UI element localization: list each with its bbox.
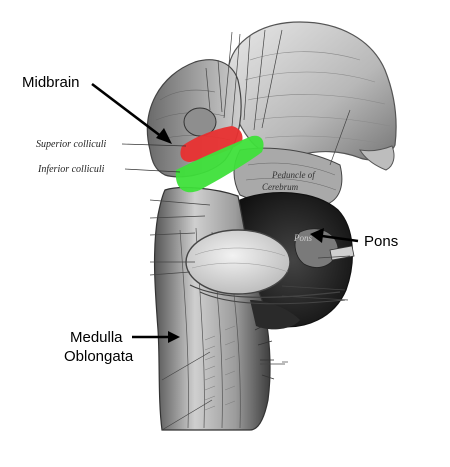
medulla-label: Medulla [70,329,123,346]
oblongata-label: Oblongata [64,348,134,365]
inferior-colliculi-label: Inferior colliculi [37,164,105,175]
superior-colliculi-label: Superior colliculi [36,139,106,150]
pons-engraved-label: Pons [293,233,312,243]
medulla-arrowhead [168,331,180,343]
pons-arrowhead [310,228,324,243]
pons-label: Pons [364,233,398,250]
superior-colliculi-highlight [180,126,243,162]
midbrain-arrowhead [156,128,172,144]
inferior-colliculi-highlight [175,135,264,193]
midbrain-label: Midbrain [22,74,80,91]
cerebellar-peduncle-oval [185,229,291,295]
engraving-leader-lines [149,29,351,431]
cerebrum-label: Cerebrum [262,182,299,192]
peduncle-label: Peduncle of [271,170,316,180]
